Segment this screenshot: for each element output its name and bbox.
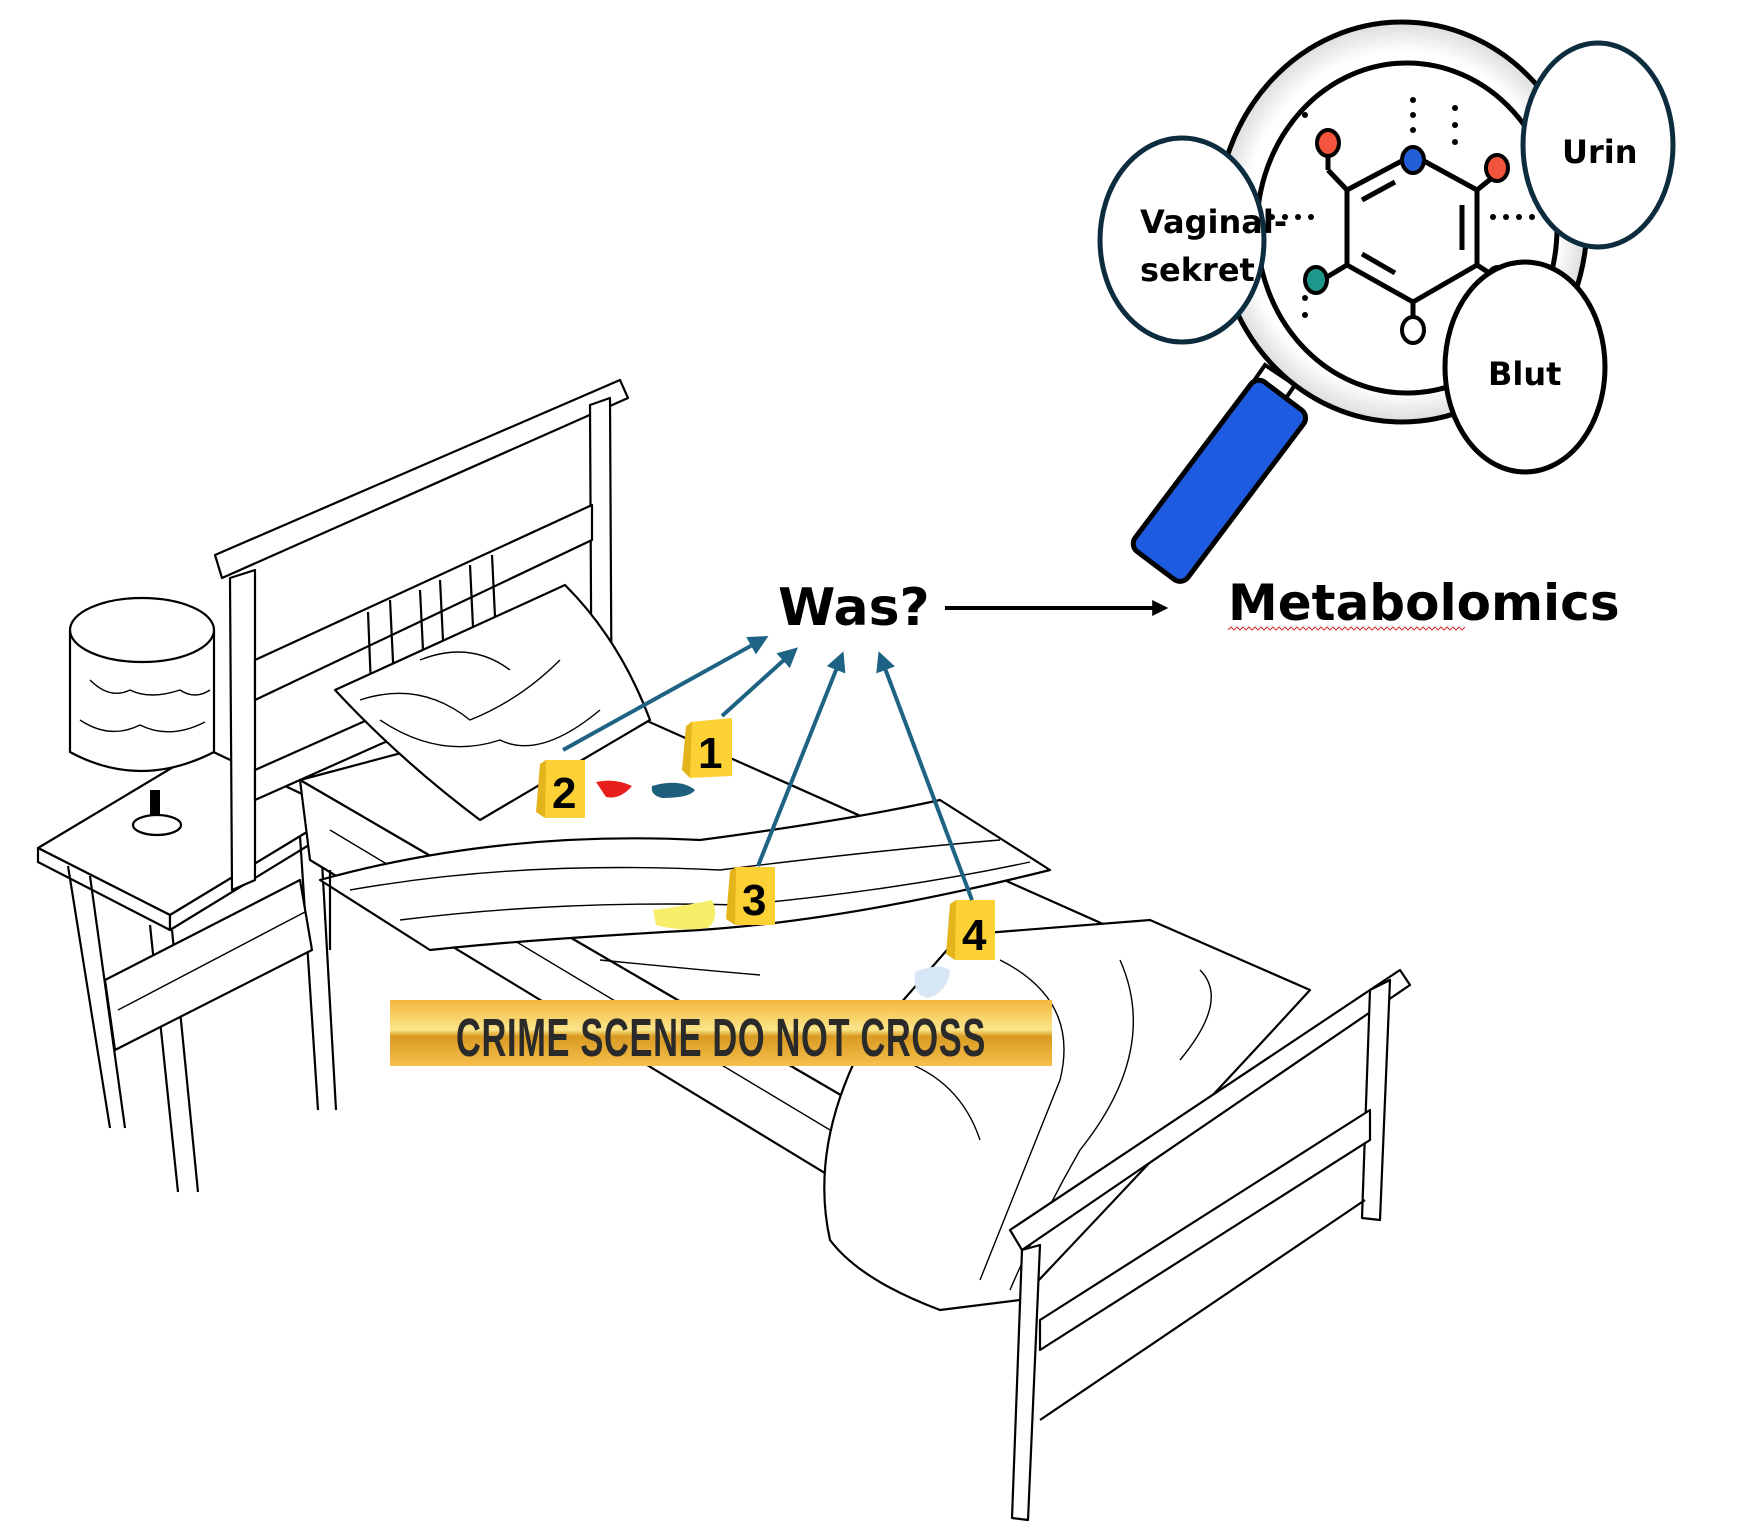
sample-label: Vaginal- [1140, 203, 1287, 241]
arrow-marker-1 [720, 647, 798, 718]
evidence-marker-2: 2 [536, 760, 585, 818]
stain-yellow [653, 900, 716, 930]
arrow-marker-2 [562, 636, 769, 752]
marker-number: 1 [698, 729, 722, 778]
sample-circle-vaginal-secretion: Vaginal- sekret [1097, 135, 1287, 345]
evidence-stains [596, 780, 950, 998]
stain-red [596, 780, 632, 798]
arrow-marker-4 [876, 651, 974, 901]
spellcheck-underline [1227, 626, 1466, 631]
evidence-marker-4: 4 [946, 900, 995, 960]
nightstand [36, 746, 342, 1193]
metabolomics-label: Metabolomics [1228, 574, 1620, 632]
sample-circle-blood: Blut [1442, 259, 1608, 475]
arrow-marker-3 [756, 651, 846, 867]
molecule-icon [1269, 97, 1535, 345]
sample-label: Urin [1562, 133, 1638, 171]
marker-number: 2 [552, 769, 576, 818]
crime-scene-tape: CRIME SCENE DO NOT CROSS [390, 1000, 1052, 1068]
question-label: Was? [778, 578, 930, 638]
stain-teal [651, 782, 695, 798]
evidence-marker-3: 3 [726, 867, 775, 925]
evidence-arrows [562, 636, 974, 901]
sample-label: Blut [1488, 355, 1561, 393]
tape-text: CRIME SCENE DO NOT CROSS [456, 1008, 986, 1068]
evidence-marker-1: 1 [682, 718, 732, 778]
sample-label: sekret [1140, 251, 1255, 289]
bed [213, 378, 1412, 1522]
sample-circle-urine: Urin [1520, 40, 1676, 250]
stain-lightblue [914, 966, 950, 998]
marker-number: 4 [962, 911, 987, 960]
magnifier-handle [1130, 377, 1309, 584]
lamp [68, 596, 216, 837]
marker-number: 3 [742, 876, 766, 925]
